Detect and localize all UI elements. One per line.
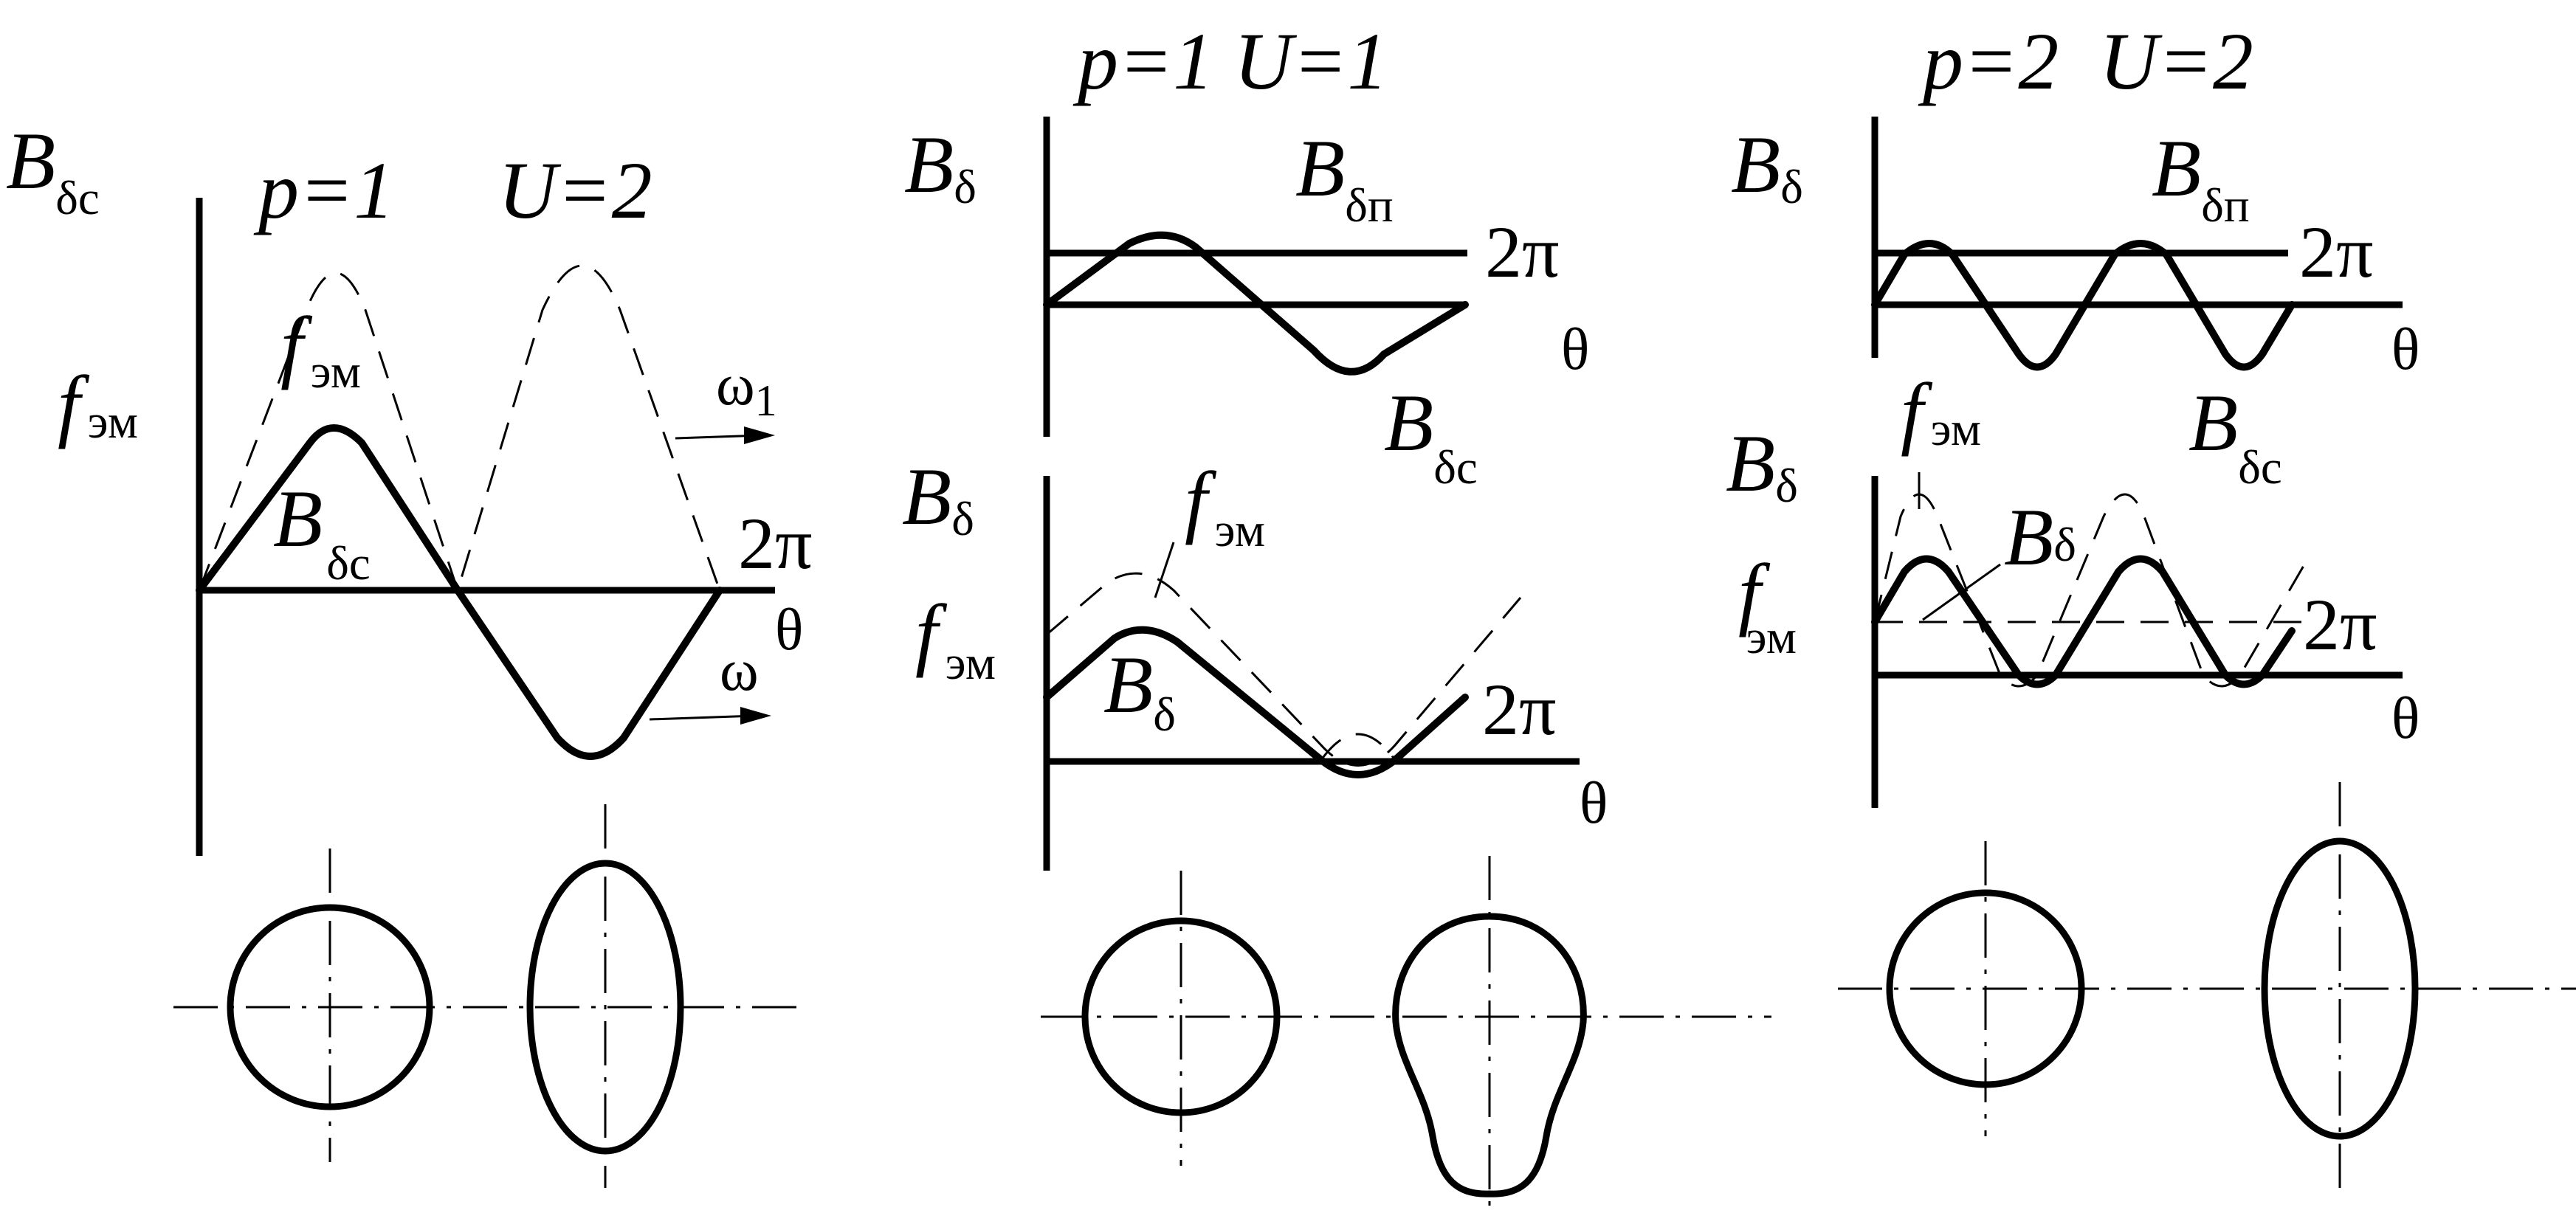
panel2-top-two-pi-label: 2π	[1485, 211, 1560, 293]
panel2-top-b-dc-label: Bδc	[1384, 378, 1478, 494]
panel2-bottom-theta-label: θ	[1580, 771, 1608, 836]
panel1-b-dc-curve	[196, 424, 723, 760]
panel2-circle-shape	[1081, 917, 1281, 1116]
panel1-omega-arrow	[649, 714, 757, 721]
panel3-top-two-pi-label: 2π	[2299, 211, 2374, 293]
panel2-top-theta-label: θ	[1561, 317, 1589, 382]
panel2-bottom-f-em-leader	[1154, 542, 1175, 598]
panel2-title: p=1 U=1	[1072, 16, 1388, 106]
panel3-top-theta-label: θ	[2391, 317, 2420, 382]
panel1-two-pi-label: 2π	[738, 502, 813, 584]
panel3-top-b-dc-curve	[1871, 240, 2296, 371]
panel3-top-y-label: Bδ	[1731, 120, 1803, 214]
panel2-top-y-label: Bδ	[904, 120, 977, 214]
panel3-bottom-f-em-axis-label: fэм	[1738, 547, 1797, 664]
panel3-bottom-b-d-curve	[1871, 555, 2296, 688]
panel3-bottom-f-em-curve	[1873, 493, 2308, 688]
panel1-title-u: U=2	[498, 145, 652, 235]
panel3-bottom-theta-label: θ	[2391, 686, 2420, 751]
panel2-top-b-dc-curve	[1043, 231, 1469, 376]
panel2-bottom-f-em-dip	[1320, 733, 1397, 761]
panel1-circle-shape	[227, 904, 433, 1110]
panel2-bottom-y-label: Bδ	[902, 452, 974, 546]
panel1-omega-label: ω	[720, 638, 759, 703]
panel1-b-dc-curve-label: Bδc	[273, 474, 371, 590]
panel1-omega1-arrowhead	[744, 426, 775, 444]
panel1-theta-label: θ	[775, 598, 803, 663]
panel1-y-axis-label: Bδc	[6, 116, 100, 225]
panel3-circle-shape	[1886, 889, 2085, 1088]
panel1-ellipse-shape	[526, 860, 684, 1155]
panel2-bottom-f-em-curve	[1046, 572, 1522, 767]
panel2-bottom-b-d-curve	[1043, 626, 1469, 778]
panel1-omega-arrowhead	[740, 707, 771, 725]
panel3-bottom-b-d-curve-label: Bδ	[2004, 492, 2076, 582]
panel3-top-b-dc-label: Bδc	[2188, 378, 2282, 494]
panel1-omega1-label: ω1	[716, 353, 777, 425]
panel3-top-b-dp-label: Bδп	[2152, 123, 2250, 232]
panel2-top-b-dp-label: Bδп	[1295, 123, 1394, 232]
panel3-bottom-y-label: Bδ	[1726, 418, 1798, 513]
panel2-teardrop-shape	[1392, 913, 1587, 1198]
panel2-bottom-two-pi-label: 2π	[1482, 668, 1557, 750]
panel3-title: p=2 U=2	[1918, 16, 2253, 106]
panel2-bottom-b-d-curve-label: Bδ	[1103, 640, 1176, 742]
panel3-ellipse-shape	[2261, 837, 2419, 1140]
panel1-title-p: p=1	[253, 145, 394, 235]
panel3-bottom-b-d-leader	[1922, 563, 2001, 621]
panel3-bottom-two-pi-label: 2π	[2303, 584, 2377, 666]
panel1-f-em-curve	[198, 264, 721, 594]
